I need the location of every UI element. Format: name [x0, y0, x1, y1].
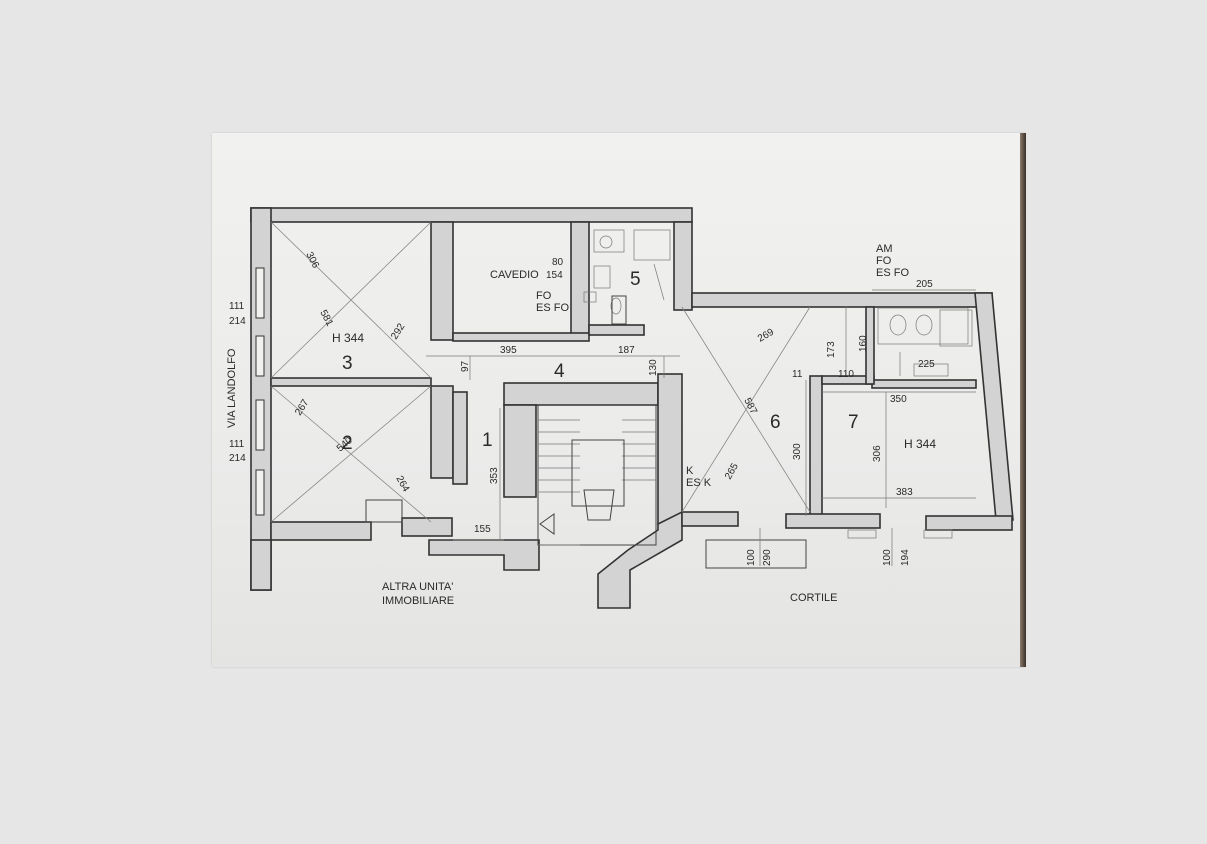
bath-right-fixtures — [877, 307, 973, 377]
dim-395: 395 — [500, 345, 517, 356]
stair-arrow-icon — [539, 513, 555, 535]
dim-581: 581 — [317, 308, 335, 328]
room-2-label: 2 — [342, 433, 353, 454]
dim-194: 194 — [900, 549, 911, 566]
room-7-label: 7 — [848, 412, 859, 433]
dimension-lines — [426, 289, 976, 566]
wall-room1-left — [452, 391, 468, 485]
room-3-height: H 344 — [332, 331, 364, 345]
wall-bottom-2a — [270, 521, 372, 541]
wall-bath-left — [865, 306, 875, 385]
dim-300: 300 — [792, 443, 803, 460]
wall-bottom-6b — [785, 513, 881, 529]
room-6-label: 6 — [770, 412, 781, 433]
left-windows — [255, 267, 265, 516]
dim-264: 264 — [393, 474, 411, 494]
esfo-label-5: ES FO — [536, 302, 569, 314]
dim-173: 173 — [826, 341, 837, 358]
neighbor-label-line2: IMMOBILIARE — [382, 595, 454, 607]
esk-label: ES K — [686, 477, 712, 489]
dim-383: 383 — [896, 487, 913, 498]
dim-267: 267 — [293, 397, 311, 417]
dim-225: 225 — [918, 359, 935, 370]
wall-right-exterior — [974, 292, 1014, 521]
fo-label-5: FO — [536, 290, 552, 302]
dim-11: 11 — [792, 369, 803, 380]
wall-divider-2-3 — [270, 377, 432, 387]
cavedio-label: CAVEDIO — [490, 269, 539, 281]
wall-5-right — [673, 221, 693, 311]
dim-265: 265 — [723, 461, 741, 481]
wall-left-exterior — [250, 207, 272, 591]
wall-3-cavedio — [430, 221, 454, 341]
walls — [250, 207, 1014, 609]
room-7-height: H 344 — [904, 437, 936, 451]
dim-130: 130 — [648, 359, 659, 376]
wall-2-1 — [430, 385, 454, 479]
dim-187: 187 — [618, 345, 635, 356]
window-left-1 — [255, 267, 265, 319]
dim-292: 292 — [389, 321, 407, 341]
dim-100a: 100 — [746, 549, 757, 566]
wall-cavedio-5 — [570, 221, 590, 335]
dim-306a: 306 — [303, 250, 321, 270]
room-5-label: 5 — [630, 269, 641, 290]
dim-350: 350 — [890, 394, 907, 405]
courtyard-openings — [365, 295, 953, 569]
dim-205: 205 — [916, 279, 933, 290]
bath-5-fixtures — [583, 229, 671, 315]
wall-stair-left — [503, 404, 537, 498]
window-left-4 — [255, 469, 265, 516]
dim-155: 155 — [474, 524, 491, 535]
wall-bottom-7 — [925, 515, 1013, 531]
dim-154: 154 — [546, 270, 563, 281]
dim-306b: 306 — [872, 445, 883, 462]
wall-cavedio-bottom — [452, 332, 590, 342]
fo-label-bath: FO — [876, 255, 892, 267]
room-diagonals — [270, 221, 811, 523]
wall-bottom-2b — [401, 517, 453, 537]
wall-top-right — [691, 292, 993, 308]
wall-bottom-1 — [428, 539, 540, 571]
window-dim-214a: 214 — [229, 316, 246, 327]
wall-7-top-b — [871, 379, 977, 389]
courtyard-label: CORTILE — [790, 592, 837, 604]
wall-stair-bottom-right — [597, 510, 683, 609]
room-4-label: 4 — [554, 361, 565, 382]
sheet-shadow-edge — [1020, 133, 1026, 667]
wall-stair-right — [657, 373, 683, 525]
staircase — [537, 404, 657, 546]
dim-587: 587 — [741, 396, 759, 416]
k-label: K — [686, 465, 694, 477]
dim-80: 80 — [552, 257, 564, 268]
dim-97: 97 — [460, 360, 471, 372]
dim-290: 290 — [762, 549, 773, 566]
dim-160: 160 — [858, 335, 869, 352]
wall-top-left — [250, 207, 693, 223]
room-3-label: 3 — [342, 353, 353, 374]
wall-5-bottom — [588, 324, 645, 336]
am-label: AM — [876, 243, 893, 255]
dim-269: 269 — [756, 327, 776, 345]
window-left-2 — [255, 335, 265, 377]
street-label: VIA LANDOLFO — [226, 348, 238, 428]
window-dim-111b: 111 — [229, 439, 245, 450]
wall-stair-top — [503, 382, 659, 406]
wall-bottom-6a — [681, 511, 739, 527]
dim-100b: 100 — [882, 549, 893, 566]
dim-353: 353 — [489, 467, 500, 484]
esfo-label-bath: ES FO — [876, 267, 909, 279]
window-dim-111a: 111 — [229, 301, 245, 312]
wall-bottom-left-stub — [250, 539, 272, 591]
window-left-3 — [255, 399, 265, 451]
dim-110: 110 — [838, 369, 854, 380]
window-dim-214b: 214 — [229, 453, 246, 464]
neighbor-label-line1: ALTRA UNITA' — [382, 581, 453, 593]
room-1-label: 1 — [482, 430, 493, 451]
wall-6-7 — [809, 375, 823, 517]
